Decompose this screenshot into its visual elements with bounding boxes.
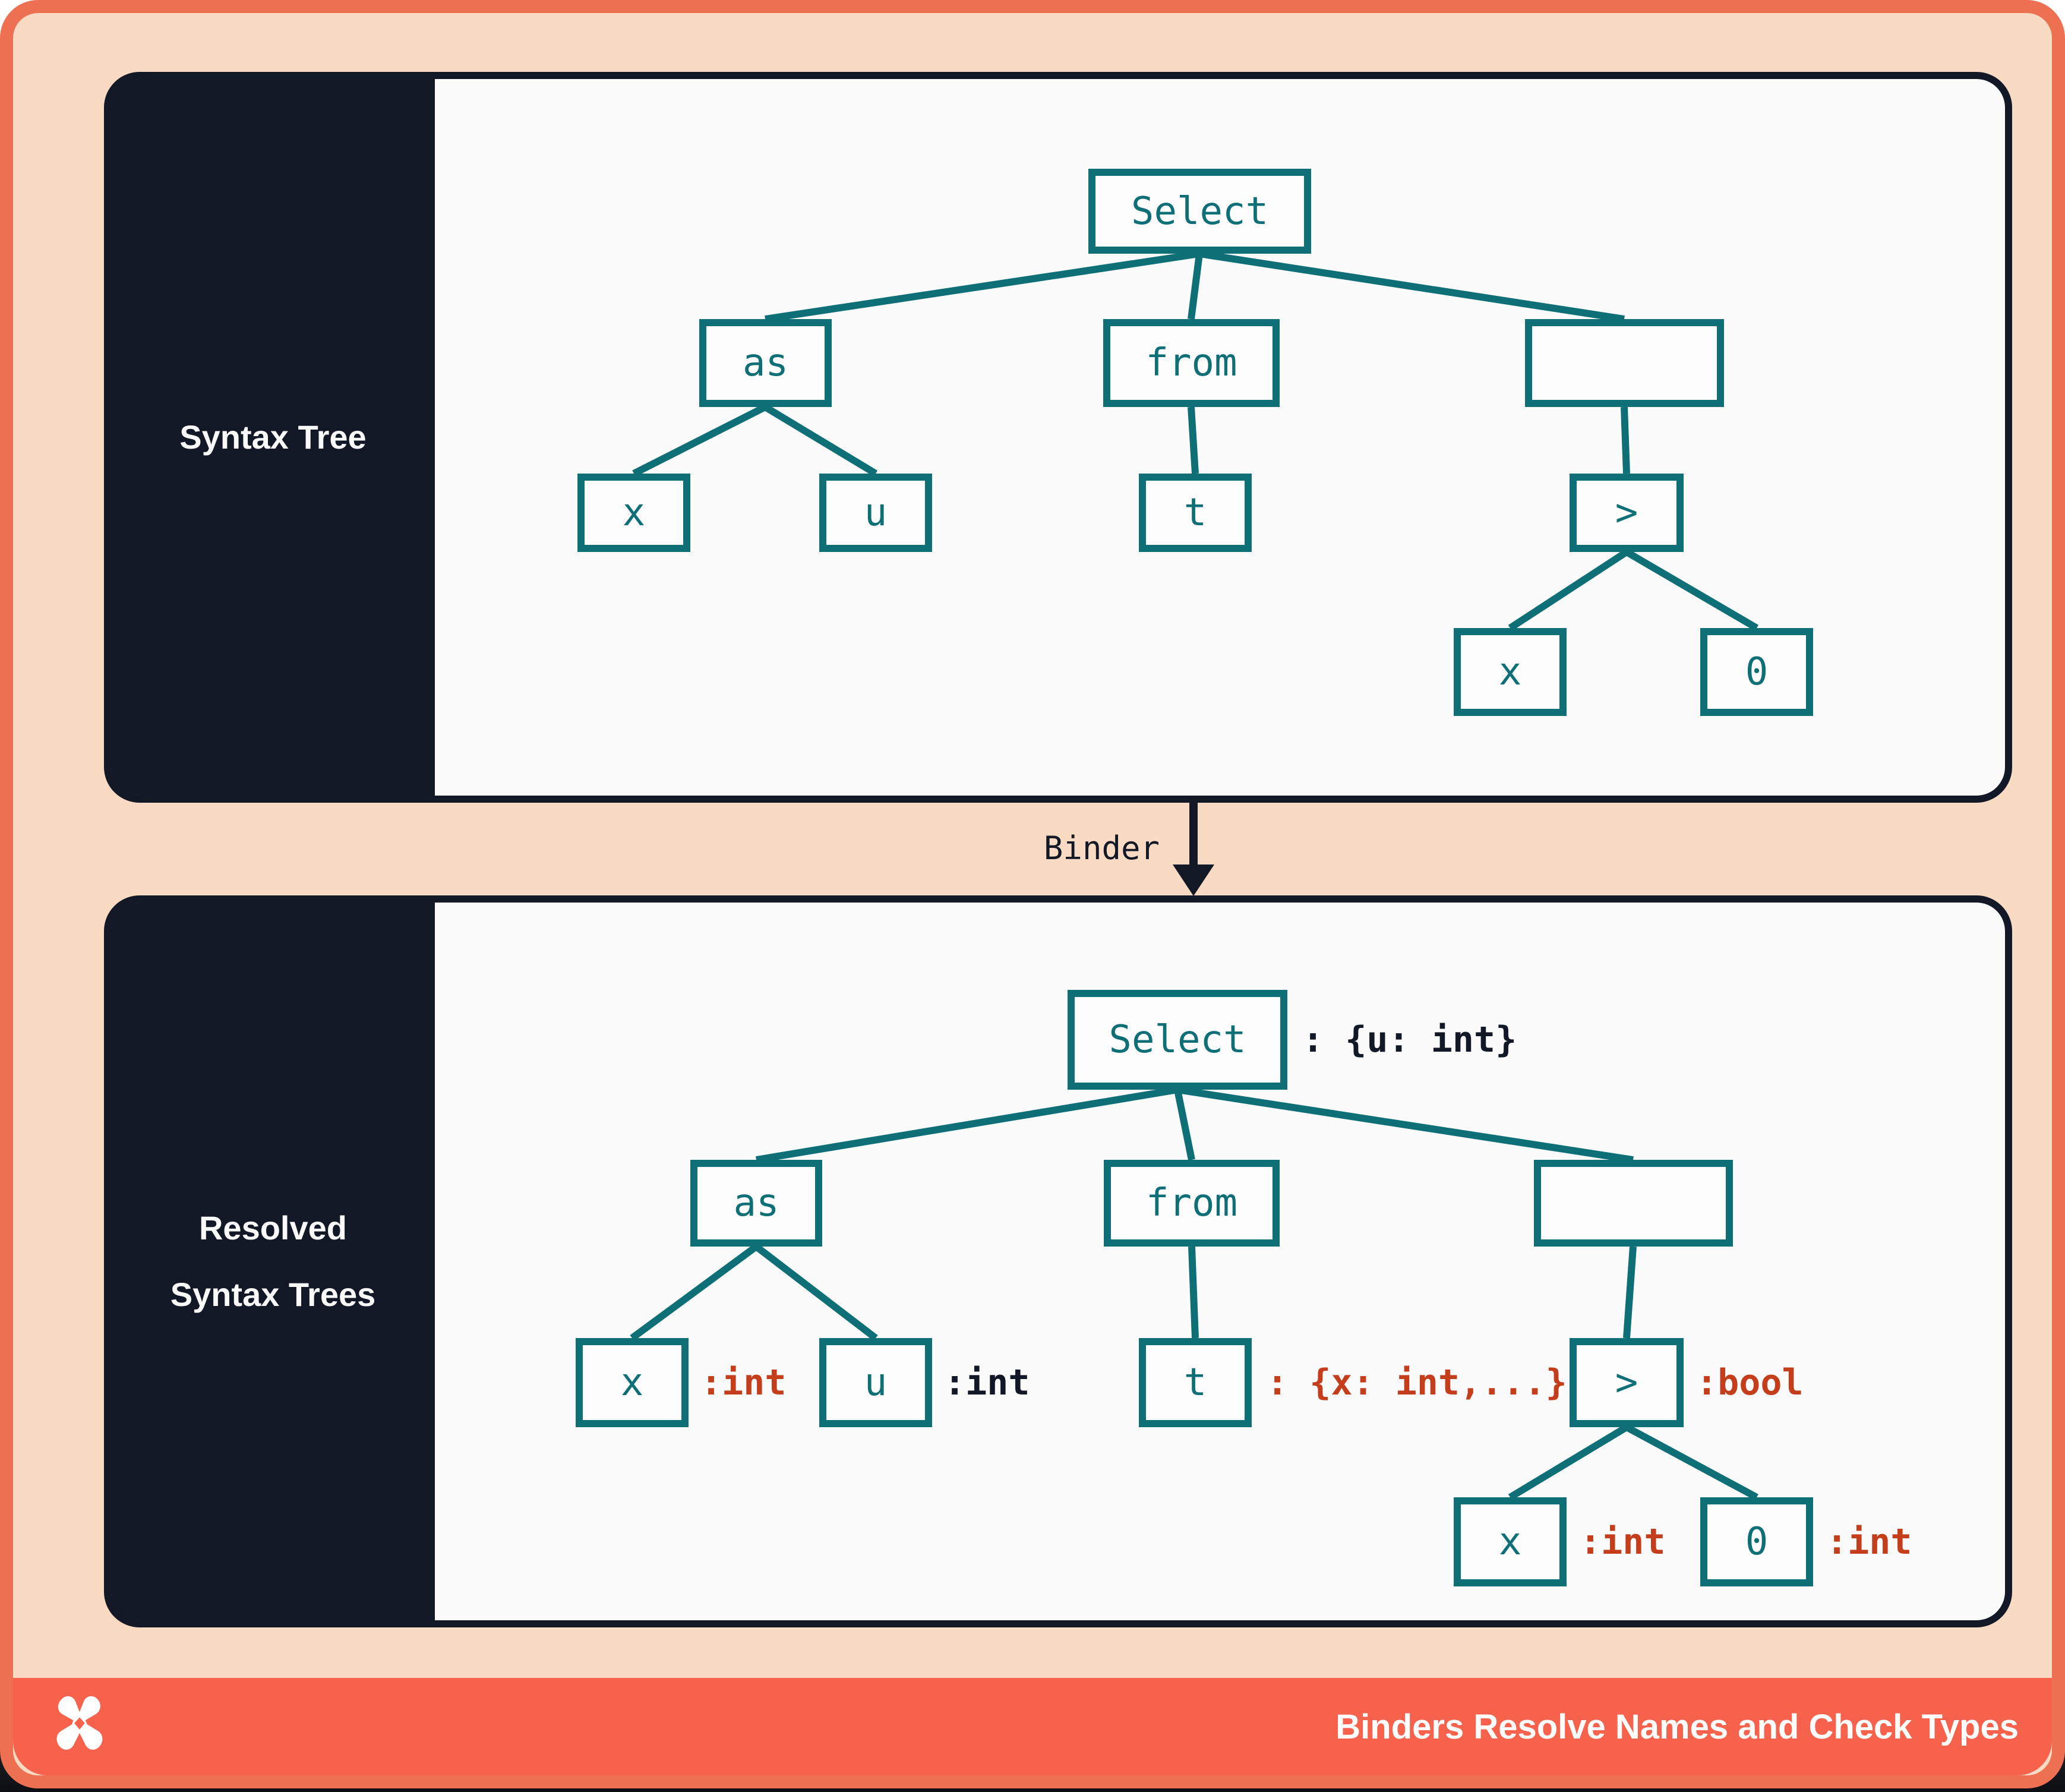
tree-node-u: u — [819, 1338, 932, 1427]
footer-bar: Binders Resolve Names and Check Types — [13, 1678, 2052, 1775]
type-annotation-zero: :int — [1826, 1521, 1912, 1563]
tree-node-where — [1525, 319, 1724, 407]
type-annotation-t: : {x: int,...} — [1267, 1362, 1567, 1403]
tree-node-x: x — [577, 474, 690, 552]
panel-syntax-tree: Syntax Tree Select as from x u t > x 0 — [104, 72, 2012, 803]
tree-node-gt: > — [1570, 474, 1684, 552]
tree-node-select: Select — [1068, 990, 1287, 1090]
panel-title: Syntax Tree — [179, 418, 367, 456]
type-annotation-x2: :int — [1580, 1521, 1666, 1563]
tree-node-x2: x — [1454, 1497, 1567, 1586]
panel-title-line2: Syntax Trees — [170, 1276, 376, 1313]
tree-node-t: t — [1139, 1338, 1252, 1427]
panel-title-line1: Resolved — [198, 1209, 347, 1247]
tree-node-where — [1534, 1160, 1733, 1247]
tree-node-gt: > — [1570, 1338, 1684, 1427]
type-annotation-select: : {u: int} — [1302, 1019, 1517, 1061]
x-star-logo-icon — [56, 1696, 103, 1750]
tree-node-t: t — [1139, 474, 1252, 552]
binder-arrow-icon — [1173, 803, 1214, 896]
binder-label: Binder — [1043, 829, 1160, 867]
tree-edges — [632, 250, 1759, 632]
tree-node-select: Select — [1088, 169, 1311, 254]
tree-node-zero: 0 — [1700, 1497, 1813, 1586]
tree-node-from: from — [1103, 319, 1280, 407]
tree-edges — [630, 1086, 1758, 1501]
type-annotation-gt: :bool — [1696, 1362, 1804, 1403]
tree-node-u: u — [819, 474, 932, 552]
panel-resolved-syntax-trees: Resolved Syntax Trees Select : {u: int} … — [104, 895, 2012, 1627]
type-annotation-u: :int — [944, 1362, 1030, 1403]
tree-node-as: as — [699, 319, 832, 407]
tree-node-x2: x — [1454, 628, 1567, 716]
footer-title: Binders Resolve Names and Check Types — [1335, 1707, 2019, 1746]
tree-node-zero: 0 — [1700, 628, 1813, 716]
tree-node-as: as — [690, 1160, 822, 1247]
panel-syntax-tree-sidebar: Syntax Tree — [111, 79, 435, 796]
type-annotation-x: :int — [700, 1362, 787, 1403]
tree-node-from: from — [1104, 1160, 1280, 1247]
panel-resolved-sidebar: Resolved Syntax Trees — [111, 903, 435, 1620]
tree-node-x: x — [576, 1338, 689, 1427]
